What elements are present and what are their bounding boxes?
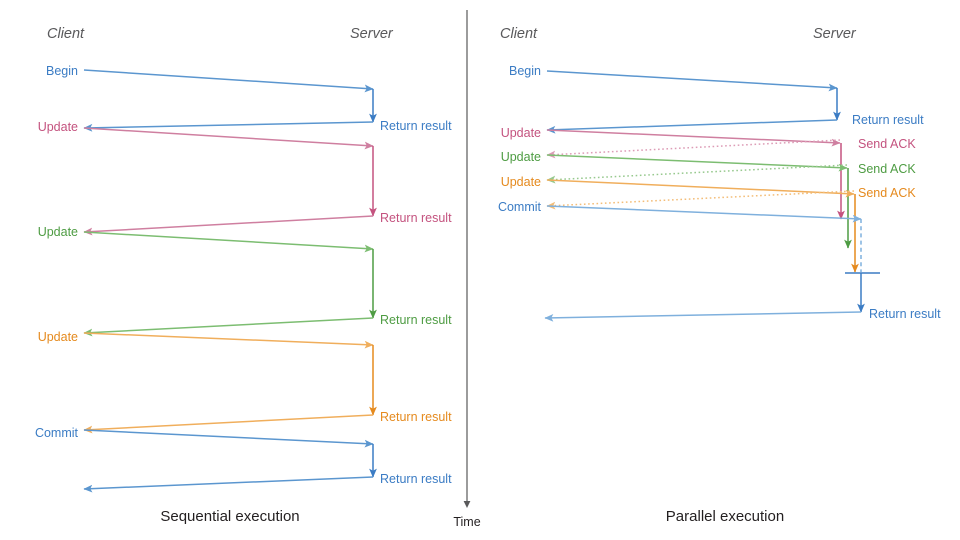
client-message-label: Begin <box>509 64 541 78</box>
server-message-label: Return result <box>869 307 941 321</box>
message-begin-request <box>546 70 838 92</box>
time-axis: Time <box>453 10 481 529</box>
client-message-label: Commit <box>35 426 79 440</box>
client-message-label: Commit <box>498 200 542 214</box>
server-message-label: Send ACK <box>858 137 916 151</box>
message-begin-request <box>83 69 374 93</box>
message-update2-return <box>83 317 374 337</box>
server-message-label: Send ACK <box>858 186 916 200</box>
message-begin-return <box>546 119 838 134</box>
message-update2-request <box>546 154 848 172</box>
client-message-label: Update <box>501 150 541 164</box>
lane-title-server: Server <box>813 26 857 42</box>
message-update2-request <box>83 231 374 253</box>
lane-title-server: Server <box>350 26 394 42</box>
server-message-label: Return result <box>380 119 452 133</box>
message-commit-request <box>83 429 374 448</box>
client-message-label: Update <box>501 175 541 189</box>
message-update3-ack <box>546 190 855 210</box>
message-update3-request <box>83 332 374 349</box>
client-message-label: Begin <box>46 64 78 78</box>
server-message-label: Send ACK <box>858 162 916 176</box>
message-begin-return <box>83 121 374 132</box>
lane-title-client: Client <box>500 26 538 42</box>
message-update1-ack <box>546 139 841 159</box>
time-axis-label: Time <box>453 515 480 529</box>
time-axis-arrowhead <box>463 501 471 508</box>
client-message-label: Update <box>38 330 78 344</box>
server-message-label: Return result <box>380 313 452 327</box>
lane-title-client: Client <box>47 26 85 42</box>
server-message-label: Return result <box>380 410 452 424</box>
message-update1-return <box>83 215 374 236</box>
message-commit-return <box>544 311 862 322</box>
message-commit-return <box>83 476 374 493</box>
message-update3-request <box>546 179 855 198</box>
message-update1-request <box>83 127 374 150</box>
server-message-label: Return result <box>380 472 452 486</box>
message-update2-ack <box>546 164 848 184</box>
server-message-label: Return result <box>380 211 452 225</box>
server-message-label: Return result <box>852 113 924 127</box>
client-message-label: Update <box>501 126 541 140</box>
panel-caption-sequential: Sequential execution <box>160 508 299 525</box>
message-update1-request <box>546 129 841 147</box>
client-message-label: Update <box>38 225 78 239</box>
message-update3-return <box>83 414 374 434</box>
client-message-label: Update <box>38 120 78 134</box>
message-commit-request <box>546 205 862 223</box>
panel-caption-parallel: Parallel execution <box>666 508 784 525</box>
